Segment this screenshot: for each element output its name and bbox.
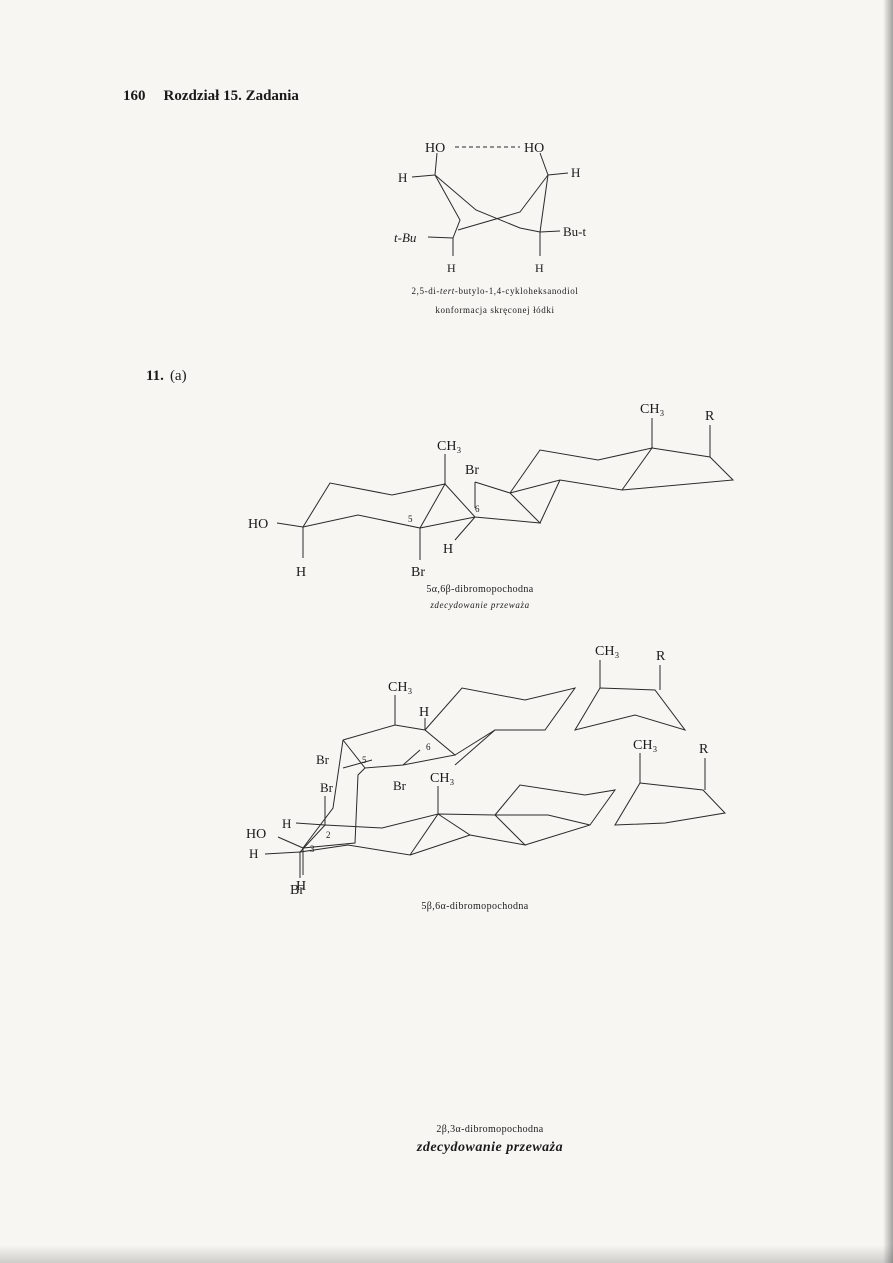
steroid2-caption: 5β,6α-dibromopochodna (421, 901, 529, 912)
s3-label-ch3-mid: CH₃ (430, 771, 454, 786)
steroid1-caption: 5α,6β-dibromopochodna (426, 584, 534, 595)
s2-label-ch3-top: CH₃ (595, 644, 619, 659)
s3-label-c3: 3 (310, 844, 315, 854)
ring-d (614, 782, 727, 826)
s2-label-h-bottom: H (296, 879, 306, 894)
figure1-caption: 2,5-di-tert-butylo-1,4-cykloheksanodiol (411, 286, 579, 296)
label-ho-right: HO (524, 141, 544, 156)
steroid1-note: zdecydowanie przeważa (430, 600, 530, 610)
s1-label-c5: 5 (408, 514, 413, 524)
s2-label-c6: 6 (426, 742, 431, 752)
chapter-title: Rozdział 15. Zadania (163, 88, 299, 104)
bond-h-mid (454, 516, 476, 541)
label-ho-left: HO (425, 141, 445, 156)
ring-c-2 (539, 479, 561, 524)
ring-c-2 (495, 814, 591, 826)
s3-label-br-top: Br (320, 780, 334, 795)
s2-label-r: R (656, 649, 666, 664)
bond-ho (276, 522, 304, 528)
running-header: 160 Rozdział 15. Zadania (123, 88, 299, 105)
s1-label-br-bottom: Br (411, 565, 425, 580)
label-h-top-right: H (571, 165, 580, 180)
s1-label-ch3-mid: CH₃ (437, 439, 461, 454)
ring-a (301, 739, 366, 849)
ring-d (573, 687, 687, 731)
label-h-top-left: H (398, 170, 407, 185)
s2-label-br-left: Br (316, 752, 330, 767)
s2-label-ho: HO (246, 827, 266, 842)
s3-label-h-c2: H (282, 816, 291, 831)
s1-label-h-mid: H (443, 542, 453, 557)
s1-label-r: R (705, 409, 715, 424)
page-edge-shadow (883, 0, 893, 1263)
s2-label-c5: 5 (362, 755, 367, 765)
s3-label-h-c3: H (249, 846, 258, 861)
ring-bonds (434, 174, 461, 239)
ring-b-2 (419, 516, 476, 529)
problem-number: 11.(a) (146, 368, 187, 384)
ring-bonds-4 (539, 174, 549, 233)
s1-label-ch3-top: CH₃ (640, 402, 664, 417)
label-tbu-left: t-Bu (394, 230, 417, 245)
ring-bonds-2 (434, 174, 541, 233)
label-bu-right: Bu-t (563, 224, 587, 239)
ring-b-2 (409, 834, 471, 856)
bond-br-left (342, 759, 373, 769)
ring-c-2 (454, 729, 496, 766)
bond-ho (277, 836, 304, 849)
ring-bonds-3 (457, 174, 549, 231)
bond-h-c3 (264, 851, 301, 855)
bond-h-top-right (547, 172, 569, 176)
ring-b (437, 813, 527, 846)
figure1-conformation: konformacja skręconej łódki (435, 305, 555, 315)
label-h-bottom-right: H (535, 261, 544, 275)
s3-label-br-bottom: Br (290, 883, 304, 898)
bond-br-mid (402, 749, 421, 766)
s3-label-ch3-top: CH₃ (633, 738, 657, 753)
s1-label-c6: 6 (475, 504, 480, 514)
bond-ho-right (539, 152, 549, 176)
s1-label-br-top: Br (465, 463, 479, 478)
steroid3-note: zdecydowanie przeważa (416, 1140, 564, 1155)
ring-d (621, 447, 735, 491)
s1-label-h-left: H (296, 565, 306, 580)
s3-label-c2: 2 (326, 830, 331, 840)
bond-h-c2 (295, 822, 326, 826)
bond-h-top-left (411, 174, 436, 178)
label-h-bottom-left: H (447, 261, 456, 275)
ring-c (494, 784, 617, 846)
page-bottom-shadow (0, 1245, 893, 1263)
s2-label-ch3-mid: CH₃ (388, 680, 412, 695)
ring-a (298, 813, 440, 856)
bond-tbu-left (427, 236, 454, 239)
page-number: 160 (123, 88, 146, 104)
s3-label-r: R (699, 742, 709, 757)
steroid3-caption: 2β,3α-dibromopochodna (436, 1124, 544, 1135)
bond-bu-right (539, 230, 561, 233)
s2-label-h-top: H (419, 705, 429, 720)
s1-label-ho: HO (248, 517, 268, 532)
s2-label-br-mid: Br (393, 778, 407, 793)
bond-ho-left (434, 152, 438, 176)
